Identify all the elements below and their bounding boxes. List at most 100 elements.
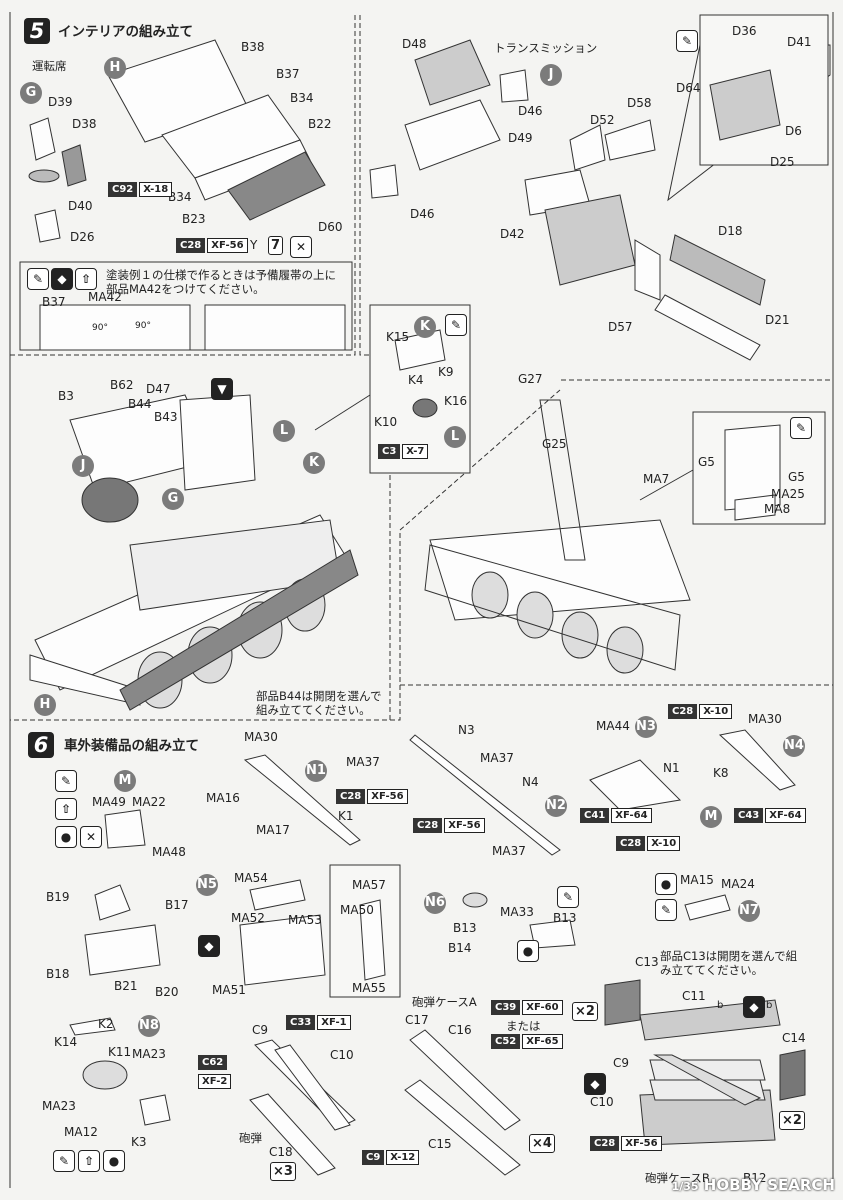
part-label: B19: [46, 890, 70, 904]
angle-label: 90°: [135, 321, 151, 331]
callout-m-2: M: [700, 806, 722, 828]
part-label: MA24: [721, 877, 755, 891]
part-label: K8: [713, 766, 729, 780]
part-label: B44: [128, 397, 152, 411]
callout-n4: N4: [783, 735, 805, 757]
part-label: K14: [54, 1035, 78, 1049]
part-label: G5: [788, 470, 805, 484]
callout-n5: N5: [196, 874, 218, 896]
part-label: MA15: [680, 873, 714, 887]
part-label: K1: [338, 809, 354, 823]
step-number: 5: [24, 18, 50, 44]
part-label: MA23: [42, 1099, 76, 1113]
part-label: b: [717, 1000, 724, 1011]
part-label: C16: [448, 1023, 472, 1037]
attach-icon: ⇧: [75, 268, 97, 290]
option-icon: ◆: [743, 996, 765, 1018]
multiplier: ×3: [270, 1162, 296, 1181]
callout-l-hull: L: [273, 420, 295, 442]
step-number: 6: [28, 732, 54, 758]
or-label: または: [506, 1019, 541, 1033]
part-label: B18: [46, 967, 70, 981]
part-label: D39: [48, 95, 73, 109]
part-label: MA30: [748, 712, 782, 726]
position-icon: ▼: [211, 378, 233, 400]
glue-icon: ✎: [27, 268, 49, 290]
part-label: MA7: [643, 472, 670, 486]
part-label: B12: [743, 1171, 767, 1185]
part-label: MA37: [346, 755, 380, 769]
driver-seat-label: 運転席: [32, 59, 67, 73]
part-label: B37: [276, 67, 300, 81]
callout-g: G: [20, 82, 42, 104]
part-label: B37: [42, 295, 66, 309]
part-label: C9: [613, 1056, 630, 1070]
part-label: B34: [290, 91, 314, 105]
part-label: D6: [785, 124, 802, 138]
paint-badge-c62: C62: [198, 1055, 228, 1070]
part-label: MA53: [288, 913, 322, 927]
attach-icon: ⇧: [78, 1150, 100, 1172]
part-label: D26: [70, 230, 95, 244]
paint-icon: ●: [103, 1150, 125, 1172]
watermark: 1/35 HOBBY SEARCH: [672, 1176, 835, 1194]
part-label: N4: [522, 775, 539, 789]
part-label: B20: [155, 985, 179, 999]
c13-note: 部品C13は開閉を選んで組み立ててください。: [660, 949, 798, 977]
part-label: C15: [428, 1137, 452, 1151]
part-label: C9: [252, 1023, 269, 1037]
part-label: MA33: [500, 905, 534, 919]
callout-h: H: [104, 57, 126, 79]
part-label: Y: [250, 238, 258, 252]
y-count-badge: 7: [268, 236, 284, 255]
part-label: D64: [676, 81, 701, 95]
shell-case-b-label: 砲弾ケースB: [645, 1171, 710, 1185]
transmission-label: トランスミッション: [494, 41, 598, 55]
part-label: C18: [269, 1145, 293, 1159]
part-label: B43: [154, 410, 178, 424]
part-label: C14: [782, 1031, 806, 1045]
part-label: D41: [787, 35, 812, 49]
part-label: B62: [110, 378, 134, 392]
part-label: K11: [108, 1045, 132, 1059]
part-label: D25: [770, 155, 795, 169]
callout-n1: N1: [305, 760, 327, 782]
part-label: B23: [182, 212, 206, 226]
part-label: K16: [444, 394, 468, 408]
part-label: MA17: [256, 823, 290, 837]
part-label: D18: [718, 224, 743, 238]
part-label: MA57: [352, 878, 386, 892]
paint-badge-xf2: XF-2: [198, 1074, 232, 1089]
paint-icon: ●: [517, 940, 539, 962]
callout-k-hull: K: [303, 452, 325, 474]
cut-icon: ✕: [80, 826, 102, 848]
angle-label: 90°: [92, 323, 108, 333]
paint-note: 塗装例１の仕様で作るときは予備履帯の上に部品MA42をつけてください。: [106, 268, 336, 296]
part-label: N1: [663, 761, 680, 775]
part-label: D40: [68, 199, 93, 213]
part-label: D21: [765, 313, 790, 327]
part-label: D49: [508, 131, 533, 145]
callout-l: L: [444, 426, 466, 448]
part-label: MA44: [596, 719, 630, 733]
callout-n2: N2: [545, 795, 567, 817]
shell-case-a-label: 砲弾ケースA: [412, 995, 477, 1009]
option-icon: ◆: [584, 1073, 606, 1095]
part-label: D47: [146, 382, 171, 396]
part-label: B13: [553, 911, 577, 925]
multiplier: ×4: [529, 1134, 555, 1153]
part-label: D36: [732, 24, 757, 38]
shell-label: 砲弾: [239, 1131, 262, 1145]
callout-n8: N8: [138, 1015, 160, 1037]
watermark-brand: HOBBY SEARCH: [703, 1176, 835, 1194]
